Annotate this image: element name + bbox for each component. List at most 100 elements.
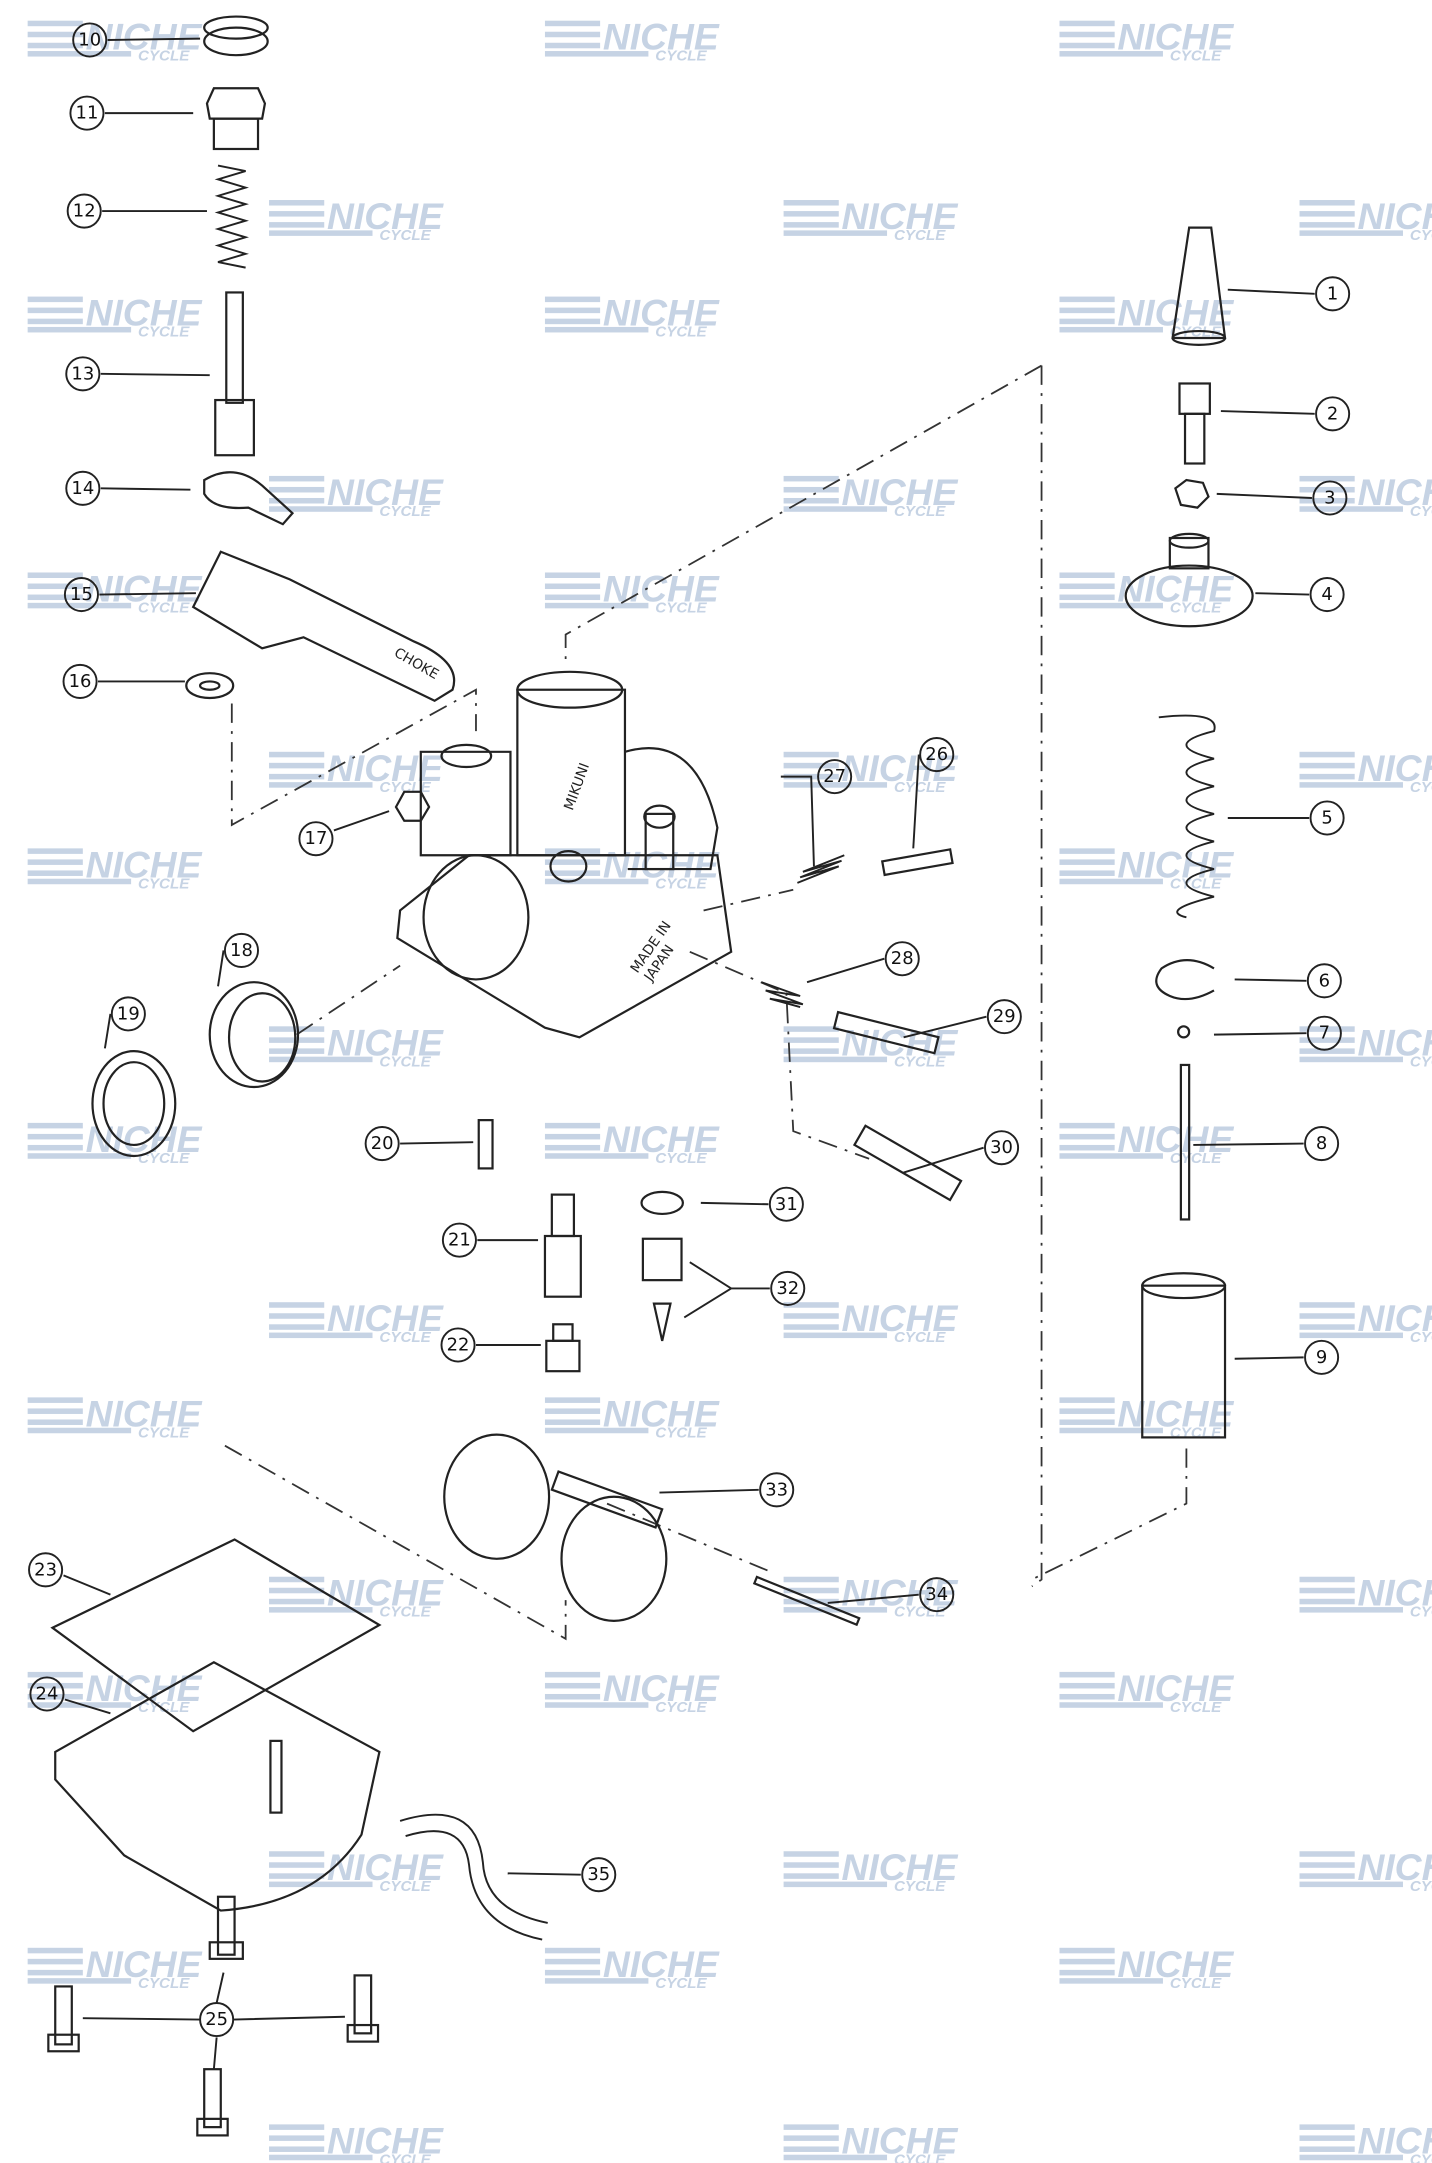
watermark-brand: NICHE bbox=[327, 471, 444, 513]
watermark-brand: NICHE bbox=[842, 2119, 959, 2161]
part-16-washer bbox=[185, 672, 235, 700]
watermark-sub: CYCLE bbox=[1170, 1699, 1222, 1716]
watermark-sub: CYCLE bbox=[1170, 1150, 1222, 1167]
watermark-sub: CYCLE bbox=[138, 48, 190, 65]
watermark-sub: CYCLE bbox=[894, 779, 946, 796]
part-14-plate bbox=[203, 471, 295, 526]
callout-9: 9 bbox=[1304, 1339, 1340, 1375]
watermark-sub: CYCLE bbox=[1410, 2151, 1432, 2163]
watermark-brand: NICHE bbox=[842, 195, 959, 237]
watermark-sub: CYCLE bbox=[138, 1424, 190, 1441]
callout-5: 5 bbox=[1309, 800, 1345, 836]
part-7-eclip bbox=[1177, 1025, 1191, 1039]
watermark-brand: NICHE bbox=[603, 16, 720, 58]
callout-number: 19 bbox=[117, 1003, 140, 1024]
part-6-clip bbox=[1155, 959, 1215, 1001]
maker-stamp: MIKUNI bbox=[561, 761, 593, 813]
watermark-brand: NICHE bbox=[603, 292, 720, 334]
callout-24: 24 bbox=[29, 1676, 65, 1712]
part-11-plug bbox=[205, 87, 267, 151]
watermark-brand: NICHE bbox=[1117, 1943, 1234, 1985]
watermark-sub: CYCLE bbox=[379, 1329, 431, 1346]
watermark-sub: CYCLE bbox=[1410, 227, 1432, 244]
watermark-brand: NICHE bbox=[1357, 1021, 1432, 1063]
watermark-sub: CYCLE bbox=[894, 1053, 946, 1070]
choke-stamp: CHOKE bbox=[391, 645, 441, 683]
callout-number: 22 bbox=[447, 1334, 470, 1355]
watermark-brand: NICHE bbox=[1117, 16, 1234, 58]
callout-29: 29 bbox=[986, 999, 1022, 1035]
callout-30: 30 bbox=[984, 1130, 1020, 1166]
watermark-brand: NICHE bbox=[1357, 195, 1432, 237]
callout-number: 26 bbox=[925, 744, 948, 765]
callout-number: 14 bbox=[71, 478, 94, 499]
callout-4: 4 bbox=[1309, 577, 1345, 613]
callout-number: 4 bbox=[1321, 584, 1332, 605]
callout-number: 15 bbox=[70, 584, 93, 605]
watermark-sub: CYCLE bbox=[655, 1699, 707, 1716]
callout-number: 32 bbox=[776, 1278, 799, 1299]
watermark-brand: NICHE bbox=[1117, 1667, 1234, 1709]
watermark-sub: CYCLE bbox=[894, 227, 946, 244]
part-20-jet bbox=[477, 1119, 494, 1170]
part-32-valve bbox=[641, 1237, 683, 1342]
parts: CHOKE MIKUNI MADE IN JAPAN bbox=[47, 15, 1254, 2137]
callout-28: 28 bbox=[884, 941, 920, 977]
callout-18: 18 bbox=[223, 932, 259, 968]
callout-3: 3 bbox=[1312, 480, 1348, 516]
watermark-sub: CYCLE bbox=[1170, 875, 1222, 892]
part-28-spring bbox=[761, 981, 804, 1008]
part-31-washer bbox=[640, 1190, 684, 1216]
callout-1: 1 bbox=[1315, 276, 1351, 312]
callout-number: 10 bbox=[78, 30, 101, 51]
watermark-brand: NICHE bbox=[1357, 2119, 1432, 2161]
callout-number: 9 bbox=[1316, 1347, 1327, 1368]
watermark-sub: CYCLE bbox=[138, 1699, 190, 1716]
watermark-sub: CYCLE bbox=[1170, 1975, 1222, 1992]
callout-number: 23 bbox=[34, 1559, 57, 1580]
callout-number: 13 bbox=[71, 363, 94, 384]
watermark-brand: NICHE bbox=[842, 1846, 959, 1888]
callout-22: 22 bbox=[440, 1327, 476, 1363]
watermark-brand: NICHE bbox=[86, 567, 203, 609]
watermark-sub: CYCLE bbox=[655, 875, 707, 892]
watermark-sub: CYCLE bbox=[379, 503, 431, 520]
watermark-sub: CYCLE bbox=[1410, 779, 1432, 796]
watermark-sub: CYCLE bbox=[379, 227, 431, 244]
watermark-sub: CYCLE bbox=[379, 779, 431, 796]
callout-number: 3 bbox=[1324, 487, 1335, 508]
callout-number: 31 bbox=[775, 1194, 798, 1215]
callout-2: 2 bbox=[1315, 396, 1351, 432]
part-27-spring bbox=[797, 854, 845, 884]
watermark-brand: NICHE bbox=[603, 1943, 720, 1985]
callout-19: 19 bbox=[110, 996, 146, 1032]
watermark-sub: CYCLE bbox=[655, 324, 707, 341]
callout-16: 16 bbox=[62, 663, 98, 699]
part-3-nut bbox=[1174, 478, 1210, 509]
